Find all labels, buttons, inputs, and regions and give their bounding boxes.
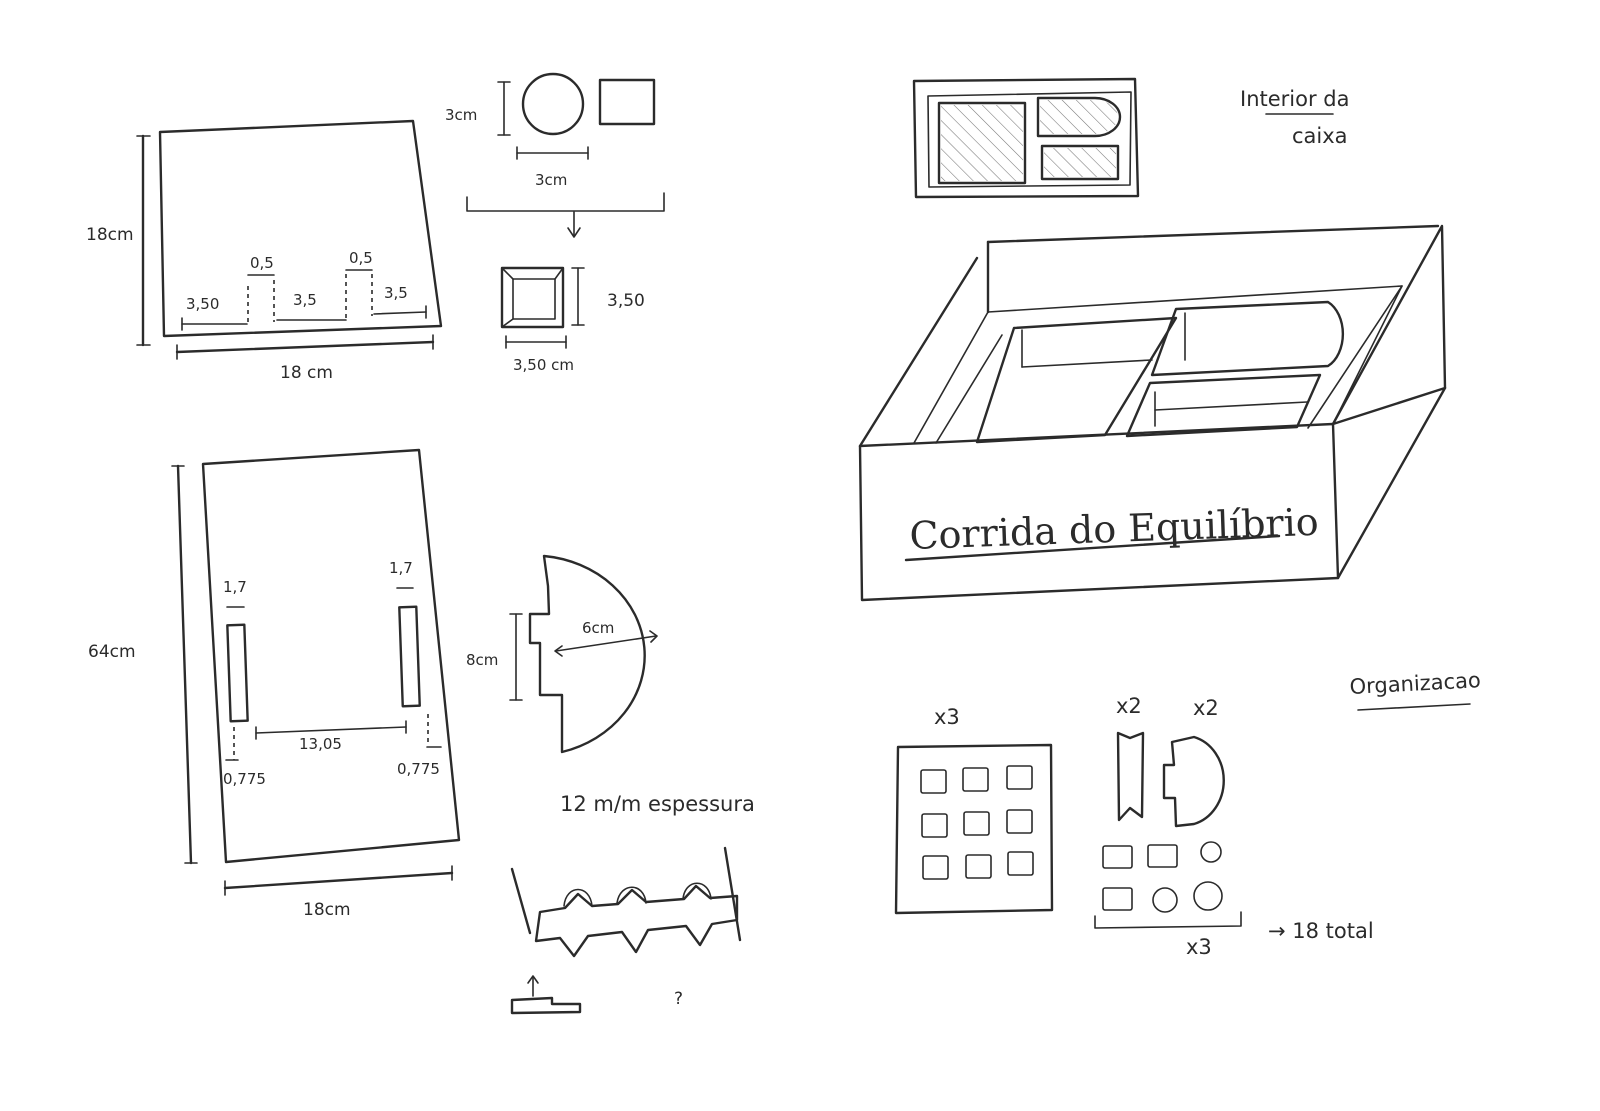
top-panel-width-label: 18 cm (280, 363, 333, 383)
radius-label: 6cm (582, 619, 614, 637)
grouping-bracket (466, 192, 665, 212)
half-disc-outline (528, 554, 646, 754)
holder-height-label: 3,50 (607, 291, 645, 311)
top-panel-gap-left: 0,5 (250, 254, 274, 272)
org-board-grid (920, 765, 1034, 880)
top-panel-height-label: 18cm (86, 225, 134, 245)
organization-title: Organizacao (1349, 668, 1481, 699)
half-disc-drawing: 8cm 6cm (466, 554, 658, 754)
org-bar (1116, 731, 1145, 822)
margin-right-label: 0,775 (397, 760, 440, 778)
bottom-panel-width-label: 18cm (303, 900, 351, 920)
bottom-panel-outline (201, 448, 461, 864)
slot-left (226, 623, 249, 723)
holder-cube (500, 266, 565, 329)
bottom-panel-height-label: 64cm (88, 642, 136, 662)
top-panel-width-line (175, 340, 435, 354)
board-count: x3 (934, 705, 960, 729)
top-panel-drawing: 18cm 18 cm 3,50 0,5 3,5 0,5 3,5 (86, 119, 443, 383)
disc-count: x2 (1193, 696, 1219, 720)
slot-width-right: 1,7 (389, 559, 413, 577)
box-right-face (1331, 224, 1447, 426)
box-drawing: Corrida do Equilíbrio (858, 224, 1447, 602)
slot-width-left: 1,7 (223, 578, 247, 596)
box-title: Corrida do Equilíbrio (909, 500, 1320, 558)
piece-size-vertical: 3cm (445, 106, 477, 124)
thickness-drawing: 12 m/m espessura ? (510, 792, 755, 1015)
top-panel-seg-left: 3,50 (186, 295, 219, 313)
bar-count: x2 (1116, 694, 1142, 718)
interior-compartment-round (1036, 96, 1122, 138)
thickness-board (534, 884, 739, 958)
thickness-question: ? (674, 989, 683, 1009)
interior-drawing: Interior da caixa (912, 77, 1349, 199)
interior-title-line2: caixa (1292, 124, 1348, 148)
top-panel-gap-right: 0,5 (349, 249, 373, 267)
slot-right (398, 605, 421, 708)
pieces-drawing: 3cm 3cm 3,50 3,50 cm (445, 72, 665, 374)
square-piece (598, 78, 656, 126)
total-label: → 18 total (1268, 919, 1374, 943)
top-panel-seg-right: 3,5 (384, 284, 408, 302)
organization-drawing: Organizacao x3 x2 x2 x3 (894, 668, 1481, 959)
top-panel-seg-mid: 3,5 (293, 291, 317, 309)
margin-left-label: 0,775 (223, 770, 266, 788)
thickness-label: 12 m/m espessura (560, 792, 755, 816)
interior-compartment-large (937, 101, 1027, 185)
bottom-panel-drawing: 64cm 1,7 1,7 13,05 0,775 0,775 18cm (88, 448, 461, 920)
thickness-step-profile (510, 996, 582, 1015)
interior-compartment-small (1040, 144, 1120, 181)
top-panel-outline (158, 119, 443, 338)
org-group-bracket (1094, 911, 1242, 929)
group-count: x3 (1186, 935, 1212, 959)
interior-outline (912, 77, 1140, 199)
org-board (894, 743, 1054, 915)
notch-label: 8cm (466, 651, 498, 669)
slots-between-label: 13,05 (299, 735, 342, 753)
org-pieces (1102, 841, 1223, 913)
piece-size-horizontal: 3cm (535, 171, 567, 189)
org-half-disc (1162, 735, 1225, 828)
interior-title-line1: Interior da (1240, 87, 1349, 111)
holder-width-label: 3,50 cm (513, 356, 574, 374)
circle-piece (521, 72, 585, 136)
